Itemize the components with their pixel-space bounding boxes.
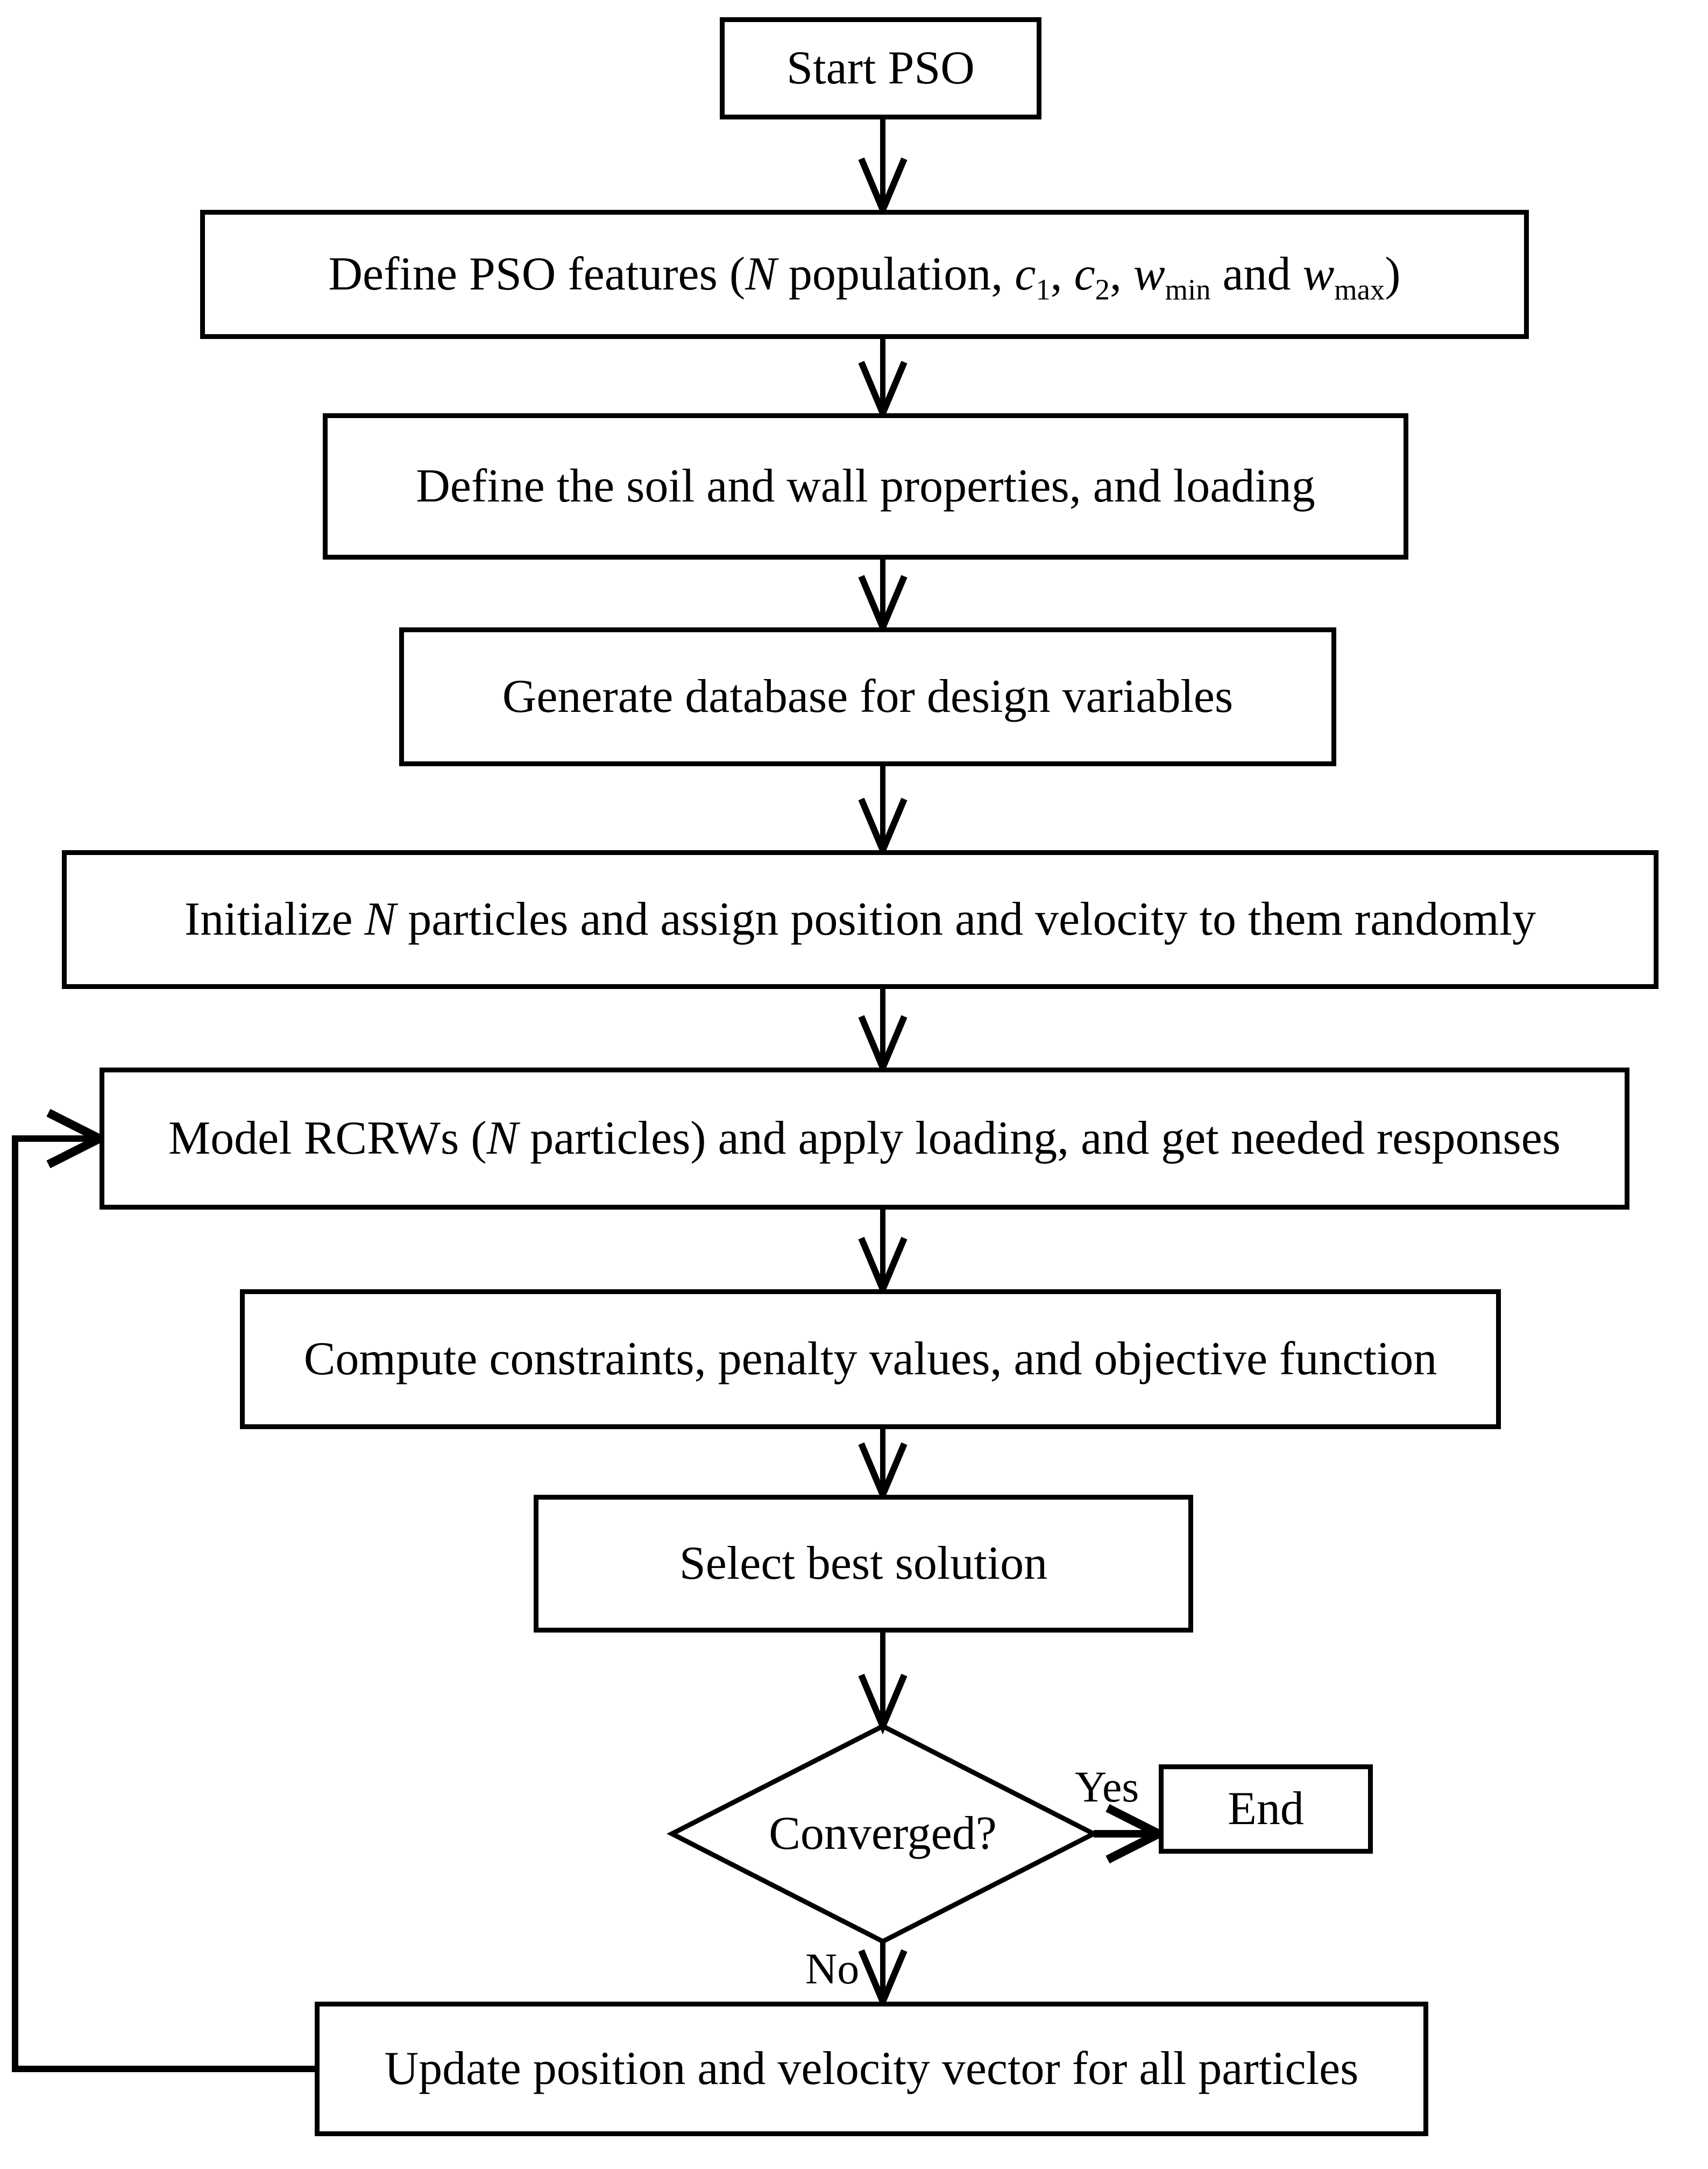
node-converged-decision-label: Converged? xyxy=(769,1807,997,1860)
node-define-soil-wall-properties: Define the soil and wall properties, and… xyxy=(323,413,1408,560)
node-compute-constraints: Compute constraints, penalty values, and… xyxy=(240,1289,1501,1429)
node-select-best-solution-label: Select best solution xyxy=(679,1537,1048,1589)
node-model-rcrws-label: Model RCRWs (N particles) and apply load… xyxy=(168,1112,1561,1164)
node-end-label: End xyxy=(1228,1782,1304,1835)
node-generate-database-label: Generate database for design variables xyxy=(502,670,1234,723)
node-compute-constraints-label: Compute constraints, penalty values, and… xyxy=(303,1332,1437,1385)
node-model-rcrws: Model RCRWs (N particles) and apply load… xyxy=(100,1068,1629,1210)
node-initialize-particles-label: Initialize N particles and assign positi… xyxy=(184,893,1536,945)
node-end: End xyxy=(1159,1764,1373,1854)
arrowhead-select-to-converged xyxy=(858,1673,908,1735)
node-define-pso-features-label: Define PSO features (N population, c1, c… xyxy=(328,248,1401,306)
node-update-position-velocity: Update position and velocity vector for … xyxy=(315,2002,1428,2136)
edge-label-no: No xyxy=(805,1944,860,1993)
node-define-soil-wall-properties-label: Define the soil and wall properties, and… xyxy=(416,460,1315,512)
node-generate-database: Generate database for design variables xyxy=(399,627,1336,766)
node-update-position-velocity-label: Update position and velocity vector for … xyxy=(384,2042,1359,2095)
node-start-pso: Start PSO xyxy=(720,17,1041,119)
node-initialize-particles: Initialize N particles and assign positi… xyxy=(62,850,1659,989)
node-start-pso-label: Start PSO xyxy=(786,41,975,94)
node-define-pso-features: Define PSO features (N population, c1, c… xyxy=(200,210,1529,339)
edge-label-yes: Yes xyxy=(1075,1762,1139,1811)
edge-update-loop-to-model xyxy=(12,1135,315,2072)
node-select-best-solution: Select best solution xyxy=(534,1495,1193,1633)
node-converged-decision: Converged? xyxy=(668,1796,1098,1871)
